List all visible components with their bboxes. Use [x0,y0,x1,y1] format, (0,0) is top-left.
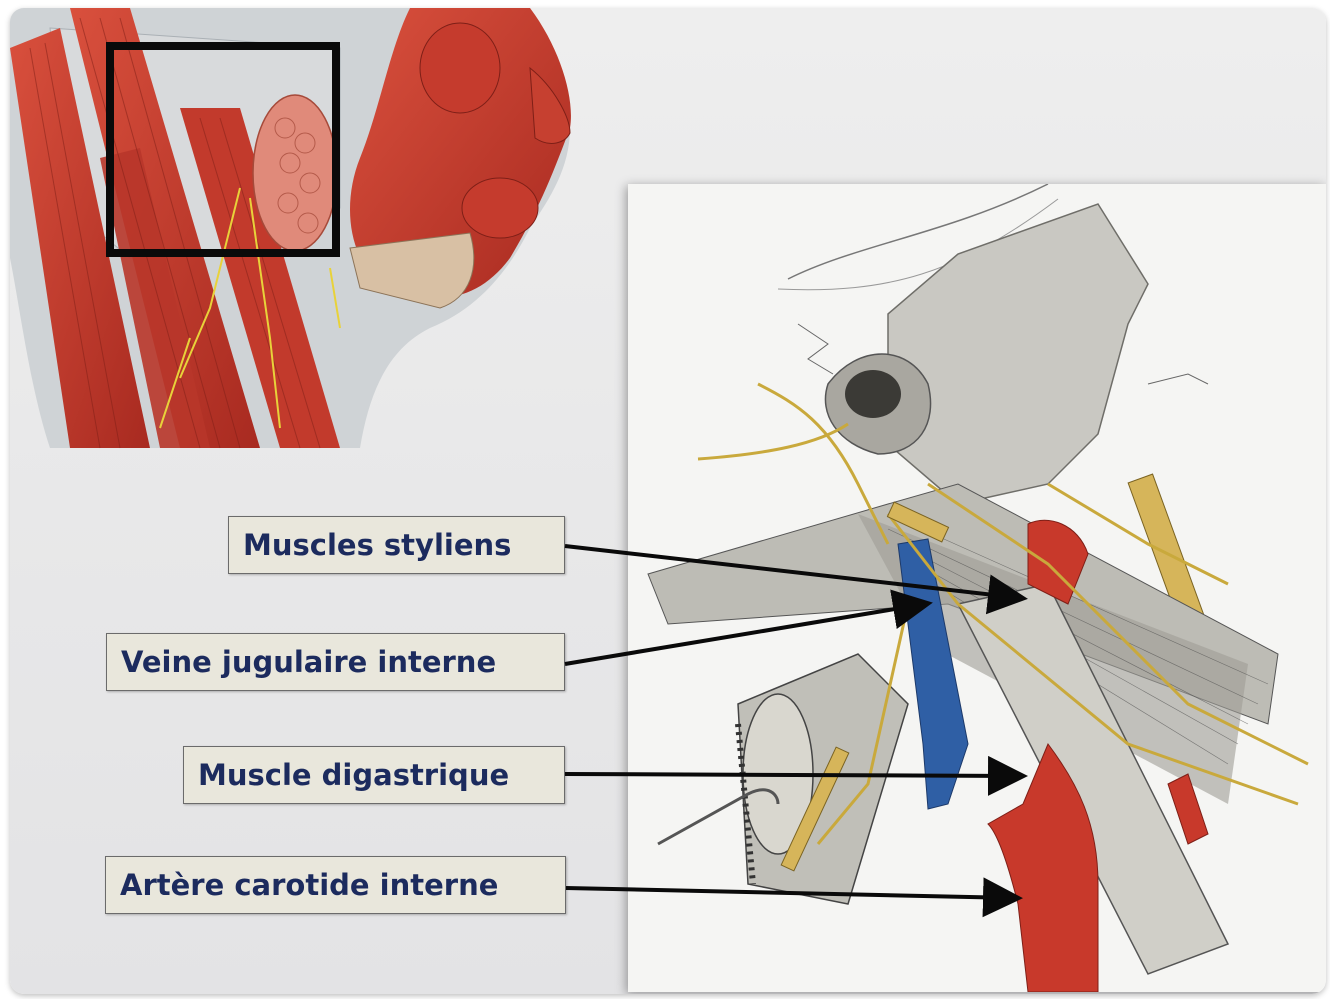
label-muscle-digastrique: Muscle digastrique [183,746,565,804]
slide: Muscles styliens Veine jugulaire interne… [10,8,1326,994]
label-veine-jugulaire-interne: Veine jugulaire interne [106,633,565,691]
dissection-panel [628,184,1326,992]
label-artere-carotide-interne: Artère carotide interne [105,856,566,914]
selection-rectangle [106,42,340,257]
dissection-illustration [628,184,1326,992]
head-neck-illustration [10,8,571,449]
label-muscles-styliens: Muscles styliens [228,516,565,574]
